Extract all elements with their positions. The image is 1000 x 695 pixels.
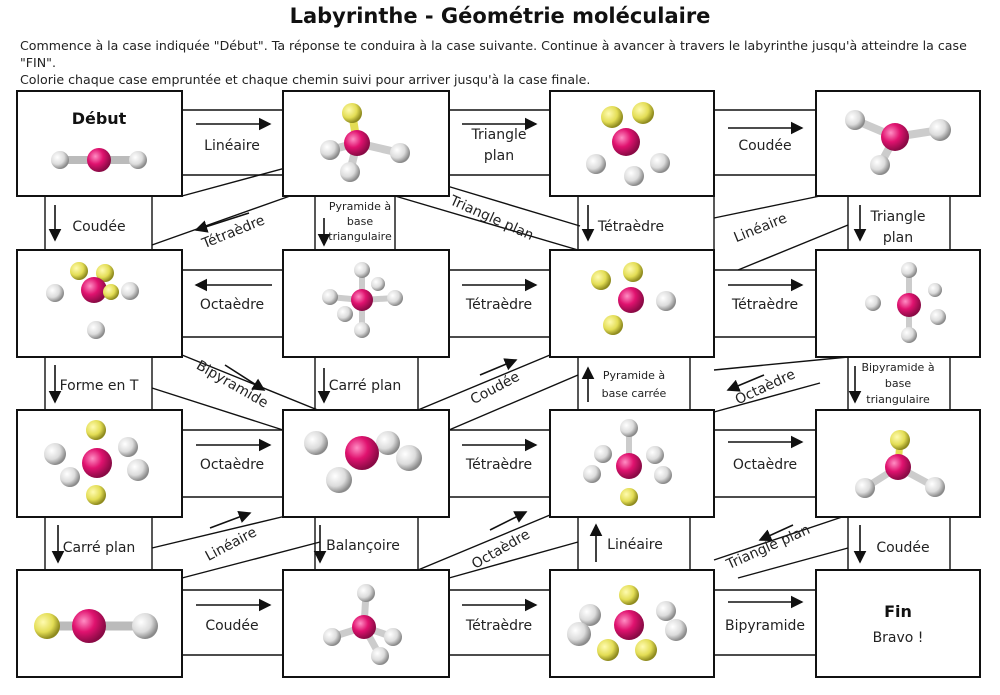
arrow-down-left-icon	[758, 524, 794, 542]
path-label: Coudée	[205, 618, 258, 634]
arrow-up-right-icon	[479, 358, 518, 376]
molecule-trigonal-bipyramidal-icon	[865, 262, 946, 343]
arrows	[48, 117, 867, 612]
path-label: Octaèdre	[733, 457, 797, 473]
path-label: base	[885, 377, 911, 390]
path-label: Octaèdre	[200, 297, 264, 313]
molecule-bent-icon	[845, 110, 951, 175]
diagonal-corridors	[151, 159, 849, 579]
instruction-line-1: Commence à la case indiquée "Début". Ta …	[20, 38, 967, 70]
path-label: Tétraèdre	[465, 297, 532, 313]
path-label: Triangle plan	[446, 192, 535, 243]
molecule-octahedral-mixed-icon	[567, 585, 687, 661]
path-label: Triangle	[471, 127, 527, 143]
cell-end[interactable]	[815, 569, 981, 678]
molecule-bent-yellow-icon	[855, 430, 945, 498]
arrow-up-right-icon	[209, 510, 252, 529]
arrow-down-left-icon	[726, 374, 765, 392]
path-label: Linéaire	[203, 524, 260, 564]
path-label: base carrée	[602, 387, 667, 400]
path-label: Coudée	[72, 219, 125, 235]
path-label: plan	[484, 148, 514, 164]
molecule-linear-yellow-icon	[34, 609, 158, 643]
molecule-seesaw-icon	[591, 262, 676, 335]
instructions: Commence à la case indiquée "Début". Ta …	[20, 37, 990, 88]
path-label: Pyramide à	[603, 369, 665, 382]
molecule-octahedral-yellow-icon	[44, 420, 149, 505]
path-label: Linéaire	[607, 537, 663, 553]
molecule-trigonal-planar-icon	[304, 431, 422, 493]
path-label: Tétraèdre	[731, 297, 798, 313]
start-label: Début	[72, 109, 127, 128]
path-label: Octaèdre	[200, 457, 264, 473]
path-label: triangulaire	[328, 230, 392, 243]
path-label: Linéaire	[732, 210, 790, 246]
molecule-t-shaped-icon	[46, 262, 139, 339]
molecule-octahedral-icon	[322, 262, 403, 338]
cell-start[interactable]	[16, 90, 183, 197]
page-title: Labyrinthe - Géométrie moléculaire	[289, 4, 711, 28]
path-label: Octaèdre	[733, 367, 798, 409]
path-label: Linéaire	[204, 138, 260, 154]
molecule-trigonal-pyramidal-yellow-icon	[586, 102, 670, 186]
path-label: Balançoire	[326, 538, 400, 554]
molecule-tetrahedral-icon	[323, 584, 402, 665]
path-label: Tétraèdre	[465, 618, 532, 634]
path-label: Bipyramide	[725, 618, 805, 634]
vertical-corridors	[44, 196, 951, 570]
path-label: Triangle	[870, 209, 926, 225]
path-label: Tétraèdre	[597, 219, 664, 235]
path-label: base	[347, 215, 373, 228]
path-label: plan	[883, 230, 913, 246]
end-subtitle: Bravo !	[873, 630, 924, 646]
instruction-line-2: Colorie chaque case empruntée et chaque …	[20, 72, 591, 87]
molecule-square-pyramidal-icon	[583, 419, 672, 506]
molecule-trigonal-pyramidal-icon	[320, 103, 410, 182]
arrow-up-right-icon	[489, 511, 528, 531]
path-label: Bipyramide	[193, 358, 270, 412]
path-label: Coudée	[738, 138, 791, 154]
arrow-down-left-icon	[194, 212, 250, 233]
path-label: Triangle plan	[723, 522, 812, 573]
path-label: Pyramide à	[329, 200, 391, 213]
path-label: Bipyramide à	[861, 361, 934, 374]
path-label: Octaèdre	[469, 527, 533, 573]
path-label: Coudée	[876, 540, 929, 556]
path-label: Forme en T	[60, 378, 139, 394]
path-label: Carré plan	[329, 378, 402, 394]
molecule-linear-icon	[51, 148, 147, 172]
arrow-down-right-icon	[224, 364, 266, 391]
path-label: Tétraèdre	[465, 457, 532, 473]
end-label: Fin	[884, 602, 912, 621]
path-label: triangulaire	[866, 393, 930, 406]
cell-r2c1[interactable]	[16, 249, 183, 358]
path-label: Carré plan	[63, 540, 136, 556]
horizontal-corridors	[182, 109, 816, 656]
